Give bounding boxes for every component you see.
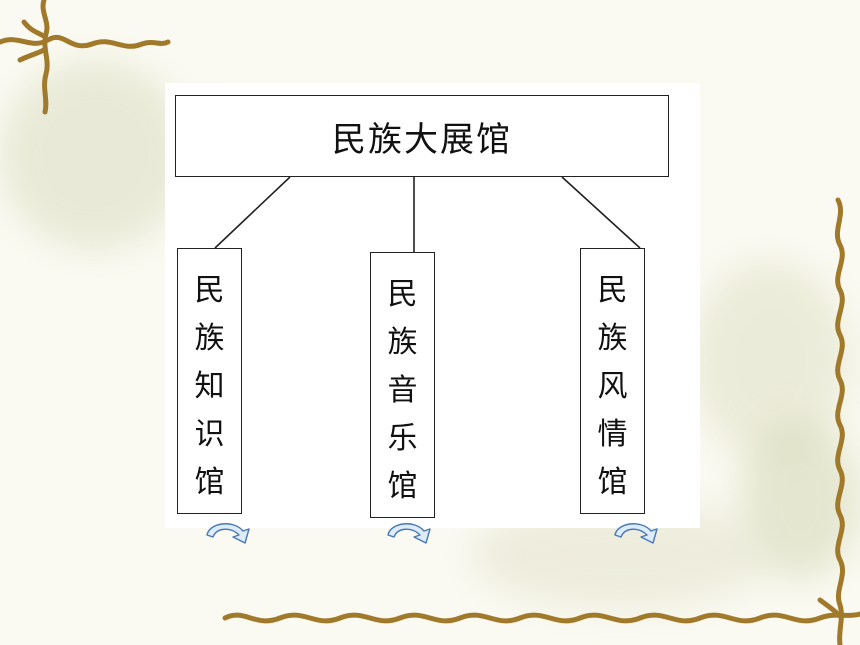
child-node-char: 识	[194, 417, 225, 452]
child-node-char: 情	[597, 417, 628, 452]
child-node-char: 知	[194, 369, 225, 404]
child-node-char: 族	[597, 321, 628, 356]
child-node-char: 民	[194, 273, 225, 308]
child-node-box-customs: 民 族 风 情 馆	[580, 248, 645, 514]
child-node-char: 族	[194, 321, 225, 356]
root-node-box: 民族大展馆	[175, 95, 669, 177]
curved-arrow-icon[interactable]	[384, 517, 436, 547]
child-node-char: 音	[387, 373, 418, 408]
background-flower-blob	[0, 60, 190, 250]
child-node-box-music: 民 族 音 乐 馆	[370, 252, 435, 518]
child-node-char: 馆	[194, 465, 225, 500]
child-node-char: 民	[387, 277, 418, 312]
root-node-label: 民族大展馆	[332, 119, 512, 160]
curved-arrow-icon[interactable]	[611, 517, 663, 547]
child-node-char: 乐	[387, 421, 418, 456]
child-node-char: 民	[597, 273, 628, 308]
child-node-char: 馆	[597, 465, 628, 500]
connector-right	[561, 176, 641, 249]
child-node-char: 馆	[387, 469, 418, 504]
curved-arrow-icon[interactable]	[203, 517, 255, 547]
child-node-char: 族	[387, 325, 418, 360]
connector-left	[214, 176, 291, 249]
child-node-char: 风	[597, 369, 628, 404]
child-node-box-knowledge: 民 族 知 识 馆	[177, 248, 242, 514]
